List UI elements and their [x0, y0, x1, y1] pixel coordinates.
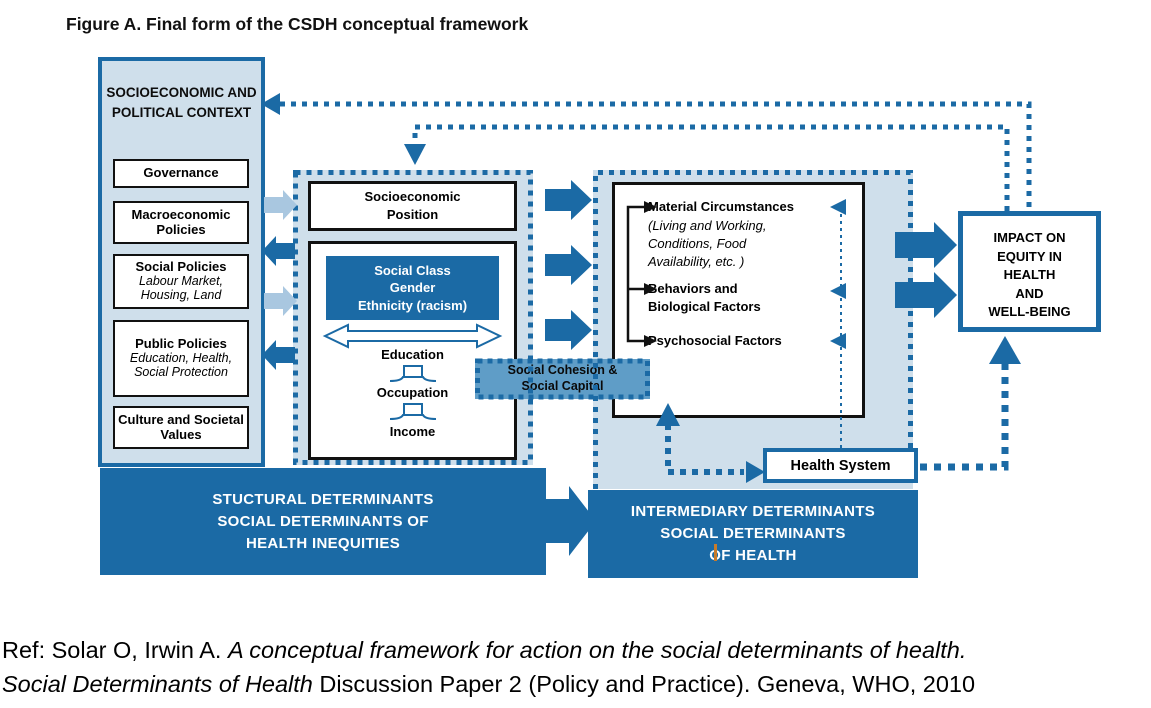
bar-line: INTERMEDIARY DETERMINANTS: [630, 503, 876, 520]
exchange-arrow-left-icon: [262, 236, 295, 266]
exchange-arrow-left-icon: [262, 340, 295, 370]
structural-to-intermediary-arrows: [545, 180, 592, 350]
context-box-governance: Governance: [113, 159, 249, 188]
up-arrow-icon: [989, 336, 1021, 364]
context-box-social-policies: Social Policies Labour Market, Housing, …: [113, 254, 249, 309]
socioeconomic-position-label: Socioeconomic Position: [364, 189, 461, 222]
health-system-box: Health System: [763, 448, 918, 483]
right-arrow-icon: [545, 180, 592, 220]
intermediary-determinants-bar: INTERMEDIARY DETERMINANTS SOCIAL DETERMI…: [588, 490, 918, 578]
behaviors-label-line: Behaviors and: [648, 281, 738, 296]
context-box-label: Public Policies: [135, 336, 227, 352]
right-arrow-icon: [545, 310, 592, 350]
structural-determinants-bar: STUCTURAL DETERMINANTS SOCIAL DETERMINAN…: [100, 468, 546, 575]
health-system-label: Health System: [790, 457, 891, 474]
context-box-public-policies: Public Policies Education, Health, Socia…: [113, 320, 249, 397]
bar-line: SOCIAL DETERMINANTS OF: [217, 513, 429, 530]
bar-line: SOCIAL DETERMINANTS: [660, 525, 846, 542]
context-exchange-arrows: [262, 190, 297, 370]
material-sub-line: Availability, etc. ): [648, 254, 745, 269]
context-panel-title: SOCIOECONOMIC AND POLITICAL CONTEXT: [106, 85, 257, 120]
ladder-income-label: Income: [389, 424, 436, 439]
impact-line: WELL-BEING: [988, 304, 1071, 319]
social-cohesion-capital-box: Social Cohesion & Social Capital: [475, 359, 650, 399]
bar-line: HEALTH INEQUITIES: [246, 535, 400, 552]
material-sub-line: (Living and Working,: [648, 218, 767, 233]
context-box-sublabel: Labour Market, Housing, Land: [138, 274, 224, 303]
figure-title: Figure A. Final form of the CSDH concept…: [66, 14, 529, 34]
health-system-to-impact-dotted-arrow: [920, 336, 1021, 471]
behaviors-label-line: Biological Factors: [648, 299, 761, 314]
context-box-sublabel: Education, Health, Social Protection: [129, 351, 233, 380]
impact-line: IMPACT ON: [993, 230, 1066, 245]
impact-equity-box: IMPACT ON EQUITY IN HEALTH AND WELL-BEIN…: [958, 211, 1101, 332]
socioeconomic-position-box: Socioeconomic Position: [308, 181, 517, 231]
impact-line: AND: [1015, 285, 1044, 301]
identity-line: Social Class: [374, 262, 451, 278]
impact-line: HEALTH: [1003, 267, 1056, 282]
material-sub-line: Conditions, Food: [648, 236, 747, 251]
reference-italic-series: Social Determinants of Health: [2, 671, 313, 697]
context-box-macroeconomic-policies: Macroeconomic Policies: [113, 201, 249, 244]
reference-citation: Ref: Solar O, Irwin A. A conceptual fram…: [2, 633, 1150, 701]
bar-line: OF HEALTH: [709, 547, 797, 564]
context-box-label: Governance: [143, 165, 219, 181]
social-class-gender-ethnicity-box: Social Class Gender Ethnicity (racism): [326, 256, 499, 320]
psychosocial-factors-label: Psychosocial Factors: [648, 333, 782, 348]
context-box-culture-values: Culture and Societal Values: [113, 406, 249, 449]
bar-line: STUCTURAL DETERMINANTS: [212, 491, 434, 508]
impact-line: EQUITY IN: [997, 248, 1062, 264]
context-box-label: Macroeconomic Policies: [131, 207, 231, 237]
right-arrow-icon: [545, 245, 592, 285]
context-box-label: Culture and Societal Values: [118, 412, 244, 442]
identity-line: Gender: [389, 280, 436, 296]
reference-prefix: Ref: Solar O, Irwin A.: [2, 637, 228, 663]
reference-italic-title: A conceptual framework for action on the…: [227, 637, 967, 663]
material-circumstances-label: Material Circumstances: [648, 199, 794, 214]
reference-suffix: Discussion Paper 2 (Policy and Practice)…: [312, 671, 976, 697]
social-cohesion-capital-label: Social Cohesion & Social Capital: [507, 363, 618, 393]
context-box-label: Social Policies: [135, 259, 227, 275]
identity-line: Ethnicity (racism): [357, 297, 468, 313]
